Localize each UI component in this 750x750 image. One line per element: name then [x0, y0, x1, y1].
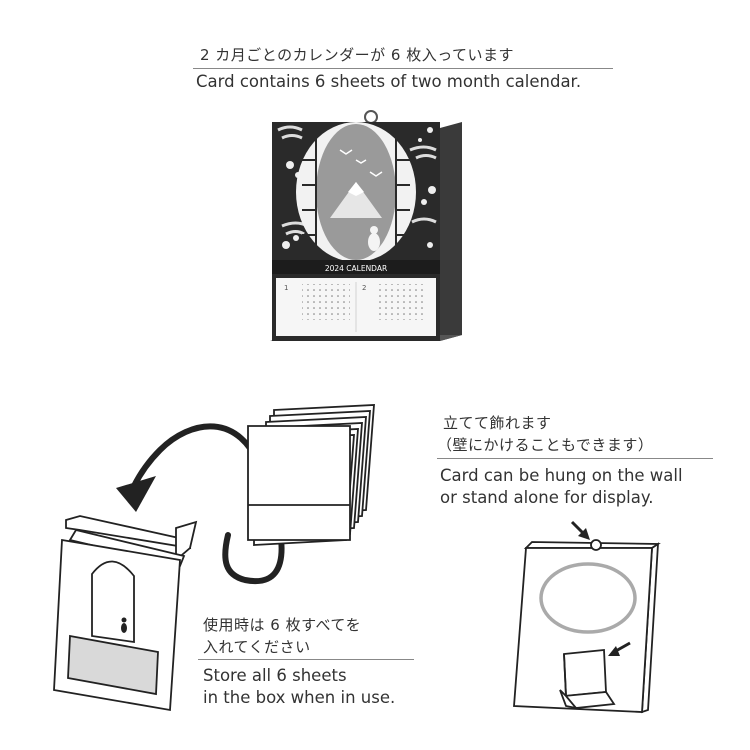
cloud-right-icon — [409, 145, 437, 224]
box-cat-icon — [121, 617, 127, 633]
calendar-days-grid-1 — [302, 284, 350, 320]
stand-card-face — [513, 547, 653, 713]
arrow-to-hole-icon — [570, 520, 590, 540]
store-caption-en-1: Store all 6 sheets — [203, 666, 347, 685]
box-label-area — [67, 634, 159, 696]
top-caption-jp: 2 カ月ごとのカレンダーが 6 枚入っています — [200, 46, 514, 64]
calendar-hang-hole — [364, 110, 378, 124]
box-side-flap — [175, 520, 198, 562]
calendar-month-2: 2 — [362, 284, 366, 292]
calendar-month-1: 1 — [284, 284, 288, 292]
calendar-product: 2024 CALENDAR 1 2 — [270, 110, 462, 341]
sheet-stack — [247, 404, 375, 546]
cat-icon — [368, 226, 380, 251]
arrow-head-icon — [116, 476, 156, 512]
stand-caption-en-2: or stand alone for display. — [440, 488, 654, 507]
stand-window-outline — [539, 562, 637, 634]
top-caption-divider — [193, 68, 613, 69]
stand-caption-divider — [437, 458, 713, 459]
stand-hang-hole — [590, 539, 602, 551]
calendar-side-edge — [440, 122, 462, 341]
blossom-icons — [282, 127, 436, 249]
mountain-snowcap — [348, 182, 364, 196]
cloud-left-icon — [277, 125, 309, 236]
calendar-banner — [272, 260, 440, 274]
calendar-days-grid-2 — [378, 284, 426, 320]
store-caption-divider — [198, 659, 414, 660]
stand-caption-en-1: Card can be hung on the wall — [440, 466, 683, 485]
arrow-to-stand-icon — [608, 641, 631, 656]
store-caption-en-2: in the box when in use. — [203, 688, 396, 707]
window-lattice — [302, 130, 410, 255]
store-caption-jp-1: 使用時は 6 枚すべてを — [203, 616, 362, 634]
stand-caption-jp-1: 立てて飾れます — [443, 414, 552, 432]
box-window-cutout — [91, 560, 135, 644]
curved-arrow-tail — [222, 517, 285, 585]
easel-stand — [559, 649, 616, 710]
store-caption-jp-2: 入れてください — [203, 638, 311, 656]
calendar-banner-text: 2024 CALENDAR — [325, 264, 387, 273]
standing-card — [513, 541, 661, 714]
indicator-arrows — [570, 520, 631, 656]
curved-arrow-icon — [131, 423, 265, 489]
open-box — [53, 515, 198, 712]
sheet-front — [247, 425, 351, 541]
top-caption-en: Card contains 6 sheets of two month cale… — [196, 72, 582, 91]
mountain-icon — [330, 182, 382, 218]
stand-caption-jp-2: （壁にかけることもできます） — [437, 436, 654, 454]
crane-icons — [339, 149, 383, 177]
